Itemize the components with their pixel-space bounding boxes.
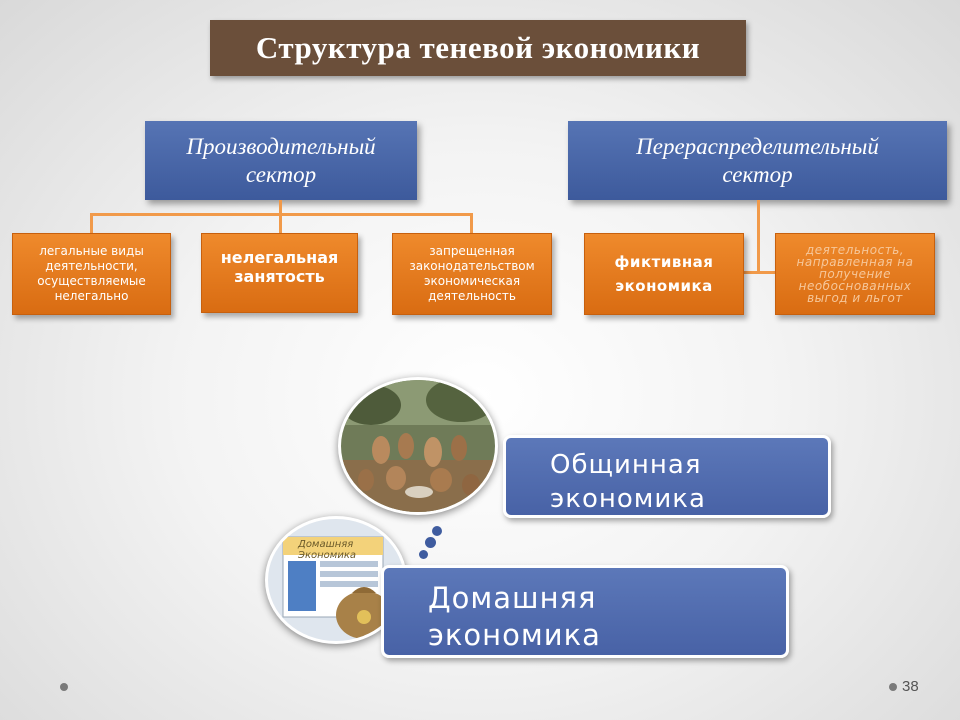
left-edge-dot (60, 683, 68, 691)
redistributive-sector-label-line-1: Перераспределительный (636, 133, 879, 159)
communal-economy-picture (338, 377, 498, 515)
productive-sector-label-line-1: Производительный (186, 133, 376, 159)
communal-economy-panel: Общинная экономика (503, 435, 831, 518)
connector-productive-left (90, 213, 93, 233)
page-number: 38 (902, 678, 919, 695)
connector-dot-1 (432, 526, 442, 536)
redistributive-item-unjustified-benefits: деятельность, направленная на получение … (775, 233, 935, 315)
communal-economy-line-1: Общинная (550, 450, 702, 480)
connector-productive-middle (279, 213, 282, 233)
home-economy-panel: Домашняя экономика (381, 565, 789, 658)
home-economy-line-1: Домашняя (428, 581, 597, 615)
primitive-community-illustration (341, 380, 495, 512)
right-edge-dot (889, 683, 897, 691)
connector-dot-2 (425, 537, 436, 548)
connector-redistributive-stem (757, 200, 760, 274)
connector-dot-3 (419, 550, 428, 559)
productive-item-prohibited-activity: запрещенная законодательством экономичес… (392, 233, 552, 315)
connector-redistributive-horizontal (742, 271, 776, 274)
connector-productive-stem (279, 200, 282, 214)
connector-productive-right (470, 213, 473, 233)
redistributive-item-fictitious-economy: фиктивная экономика (584, 233, 744, 315)
home-economy-line-2: экономика (428, 618, 601, 652)
redistributive-sector-label-line-2: сектор (722, 161, 793, 187)
home-picture-caption: Домашняя Экономика (298, 539, 357, 561)
productive-sector-label-line-2: сектор (245, 161, 317, 187)
productive-sector-box: Производительный сектор (145, 121, 417, 200)
productive-item-illegal-employment: нелегальная занятость (201, 233, 358, 313)
productive-item-legal-activities: легальные виды деятельности, осуществляе… (12, 233, 171, 315)
redistributive-sector-box: Перераспределительный сектор (568, 121, 947, 200)
communal-economy-line-2: экономика (550, 484, 706, 514)
slide-title: Структура теневой экономики (210, 20, 746, 76)
